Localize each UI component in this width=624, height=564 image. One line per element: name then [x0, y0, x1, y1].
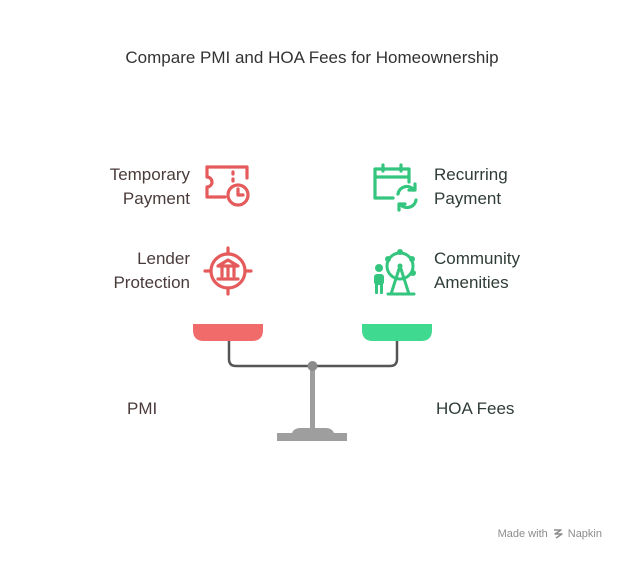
scale-pivot [307, 361, 318, 371]
feature-line: Amenities [434, 273, 509, 292]
left-scale-pan [193, 324, 263, 341]
ferris-wheel-icon [374, 249, 416, 296]
right-scale-pan [362, 324, 432, 341]
feature-line: Protection [113, 273, 190, 292]
left-side-title: PMI [127, 399, 158, 418]
napkin-brand-text: Napkin [567, 528, 602, 540]
feature-line: Payment [122, 189, 190, 208]
scale-base [277, 433, 347, 441]
footer-attribution: Made with Napkin [498, 528, 602, 540]
feature-line: Lender [137, 249, 190, 268]
feature-lender-protection: Lender Protection [60, 247, 190, 295]
feature-recurring-payment: Recurring Payment [434, 163, 574, 211]
calendar-refresh-icon [373, 163, 418, 212]
feature-line: Community [434, 249, 520, 268]
made-with-text: Made with [497, 528, 548, 540]
feature-line: Payment [434, 189, 502, 208]
ticket-clock-icon [205, 165, 250, 207]
napkin-logo-icon [553, 529, 563, 539]
scale-base-top [292, 428, 334, 433]
right-side-title: HOA Fees [436, 399, 515, 418]
scale-post [310, 366, 315, 428]
bank-target-icon [203, 246, 253, 296]
feature-temporary-payment: Temporary Payment [60, 163, 190, 211]
feature-community-amenities: Community Amenities [434, 247, 574, 295]
feature-line: Temporary [109, 165, 190, 184]
feature-line: Recurring [434, 165, 508, 184]
diagram-title: Compare PMI and HOA Fees for Homeownersh… [125, 48, 499, 67]
